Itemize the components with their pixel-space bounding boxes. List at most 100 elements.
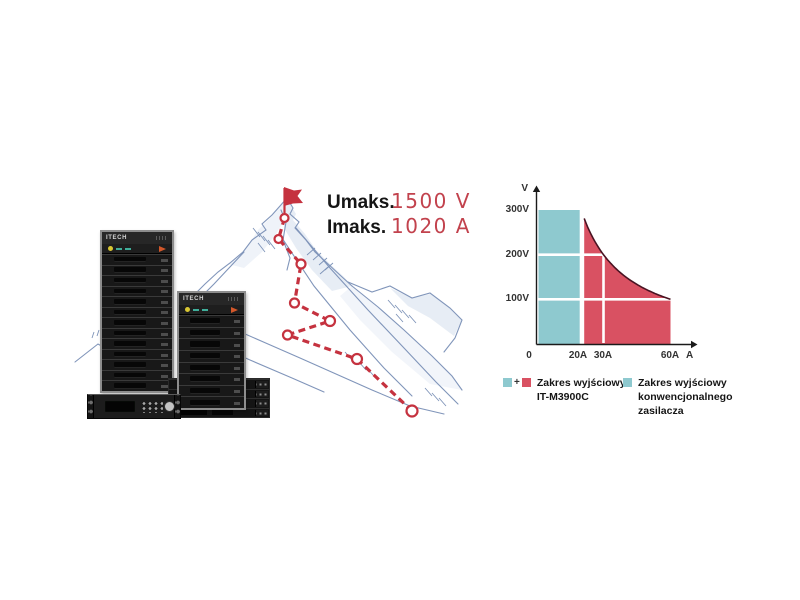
brand-logo: ITECH [183, 296, 204, 302]
rack-unit-display [180, 410, 207, 415]
chart-region-extended [584, 218, 671, 344]
module-display [113, 309, 147, 316]
power-module [102, 296, 172, 307]
module-handle-icon [160, 311, 168, 315]
cabinet-header: ITECH [102, 232, 172, 244]
module-handle-icon [160, 269, 168, 273]
plus-joiner: + [514, 377, 520, 388]
power-module [102, 317, 172, 328]
module-handle-icon [160, 290, 168, 294]
power-module [102, 254, 172, 265]
legend-line: IT-M3900C [536, 391, 589, 403]
module-handle-icon [233, 343, 241, 347]
module-display [113, 383, 147, 389]
power-module [102, 380, 172, 391]
status-led-icon [202, 308, 208, 311]
terminal-block [255, 400, 268, 407]
module-handle-icon [160, 364, 168, 368]
x-tick-0: 0 [526, 350, 532, 361]
module-handle-icon [233, 366, 241, 370]
y-tick-100v: 100V [505, 293, 529, 304]
power-led-icon [185, 307, 190, 312]
legend-line: Zakres wyjściowy [638, 377, 727, 389]
power-module [102, 359, 172, 370]
module-display [190, 341, 220, 348]
module-display [113, 256, 147, 263]
module-handle-icon [160, 258, 168, 262]
module-display [190, 353, 220, 360]
module-handle-icon [160, 332, 168, 336]
power-module [102, 348, 172, 360]
module-display [113, 320, 147, 326]
module-handle-icon [160, 300, 168, 304]
legend-line: konwencjonalnego [638, 391, 733, 403]
y-axis-title: V [521, 183, 528, 194]
teal-swatch-icon [623, 378, 632, 387]
module-display [113, 288, 147, 295]
climb-route-dashed-path [276, 217, 414, 413]
x-tick-20a: 20A [568, 350, 588, 361]
instrument-display [104, 400, 135, 413]
module-handle-icon [160, 374, 168, 378]
route-waypoints [273, 212, 419, 418]
legend-line: Zakres wyjściowy [536, 377, 626, 389]
y-tick-300v: 300V [505, 204, 529, 215]
umax-row: Umaks. 1500 V [327, 189, 471, 214]
itech-arrow-logo-icon [231, 306, 238, 313]
power-module [179, 315, 244, 327]
chart-region-conventional [538, 210, 580, 344]
module-bays [179, 315, 244, 408]
legend-label: Zakres wyjściowy konwencjonalnego zasila… [638, 376, 733, 418]
module-handle-icon [160, 279, 168, 283]
module-display [113, 351, 147, 358]
module-display [190, 376, 220, 383]
module-display [113, 341, 147, 347]
power-module [179, 384, 244, 397]
vent-icon [228, 297, 240, 301]
module-handle-icon [233, 355, 241, 359]
power-module [179, 338, 244, 350]
status-led-icon [116, 247, 122, 250]
module-display [113, 267, 147, 273]
module-display [190, 399, 220, 406]
red-swatch-icon [521, 378, 531, 387]
terminal-block [255, 390, 268, 397]
module-display [190, 364, 220, 371]
power-module [179, 326, 244, 339]
x-axis-arrow-icon [691, 340, 698, 349]
teal-swatch-icon [503, 378, 512, 387]
legend-line: zasilacza [638, 405, 684, 417]
power-led-icon [108, 246, 113, 251]
power-module [102, 338, 172, 349]
module-handle-icon [160, 322, 168, 325]
indicator-strip [179, 305, 244, 315]
brand-logo: ITECH [106, 235, 127, 241]
legend-item-itm3900c: + Zakres wyjściowy IT-M3900C [503, 376, 626, 404]
constant-power-curve [583, 218, 671, 301]
module-handle-icon [160, 353, 168, 357]
indicator-strip [102, 244, 172, 254]
module-display [113, 362, 147, 368]
bench-power-supply [87, 394, 181, 419]
x-tick-60a: 60A [660, 350, 680, 361]
module-handle-icon [233, 378, 241, 382]
umax-value: 1500 V [391, 189, 471, 213]
module-handle-icon [233, 320, 241, 324]
itech-arrow-logo-icon [159, 245, 166, 252]
module-handle-icon [160, 385, 168, 389]
rack-ear-icon [88, 395, 94, 418]
module-display [190, 318, 220, 325]
status-led-icon [193, 308, 199, 311]
module-handle-icon [160, 343, 168, 347]
power-module [102, 327, 172, 339]
imax-value: 1020 A [391, 214, 471, 238]
module-display [113, 330, 147, 337]
rotary-knob-icon [164, 400, 176, 412]
module-display [113, 372, 147, 379]
legend-item-conventional: Zakres wyjściowy konwencjonalnego zasila… [623, 376, 733, 418]
power-module [102, 306, 172, 318]
module-bays [102, 254, 172, 391]
